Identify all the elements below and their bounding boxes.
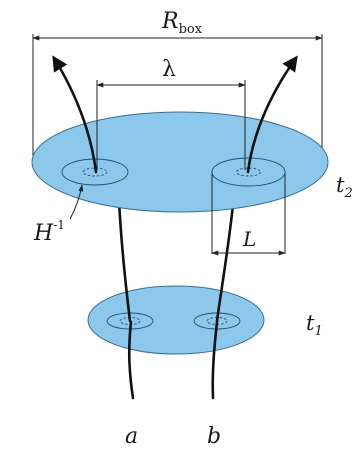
point-a-label: a	[125, 424, 138, 449]
worldline-b-lower	[211, 320, 219, 400]
worldline-b-upper-arrow	[246, 55, 298, 174]
hubble-label: H-1	[33, 218, 65, 246]
lambda-label: λ	[162, 57, 176, 82]
rbox-label: Rbox	[161, 9, 203, 37]
l-label: L	[242, 227, 256, 251]
worldline-a-middle	[117, 198, 132, 323]
disk-t1	[87, 285, 265, 355]
t1-label: t1	[306, 311, 323, 339]
hubble-pointer	[69, 184, 84, 220]
worldline-a-lower	[127, 320, 135, 400]
worldline-a-upper-arrow	[52, 55, 98, 174]
worldline-b-middle	[215, 203, 235, 323]
point-b-label: b	[207, 424, 221, 449]
disk-t2	[31, 111, 329, 213]
lambda-dimension	[96, 80, 246, 170]
rbox-dimension	[32, 34, 323, 166]
t2-label: t2	[336, 173, 353, 201]
